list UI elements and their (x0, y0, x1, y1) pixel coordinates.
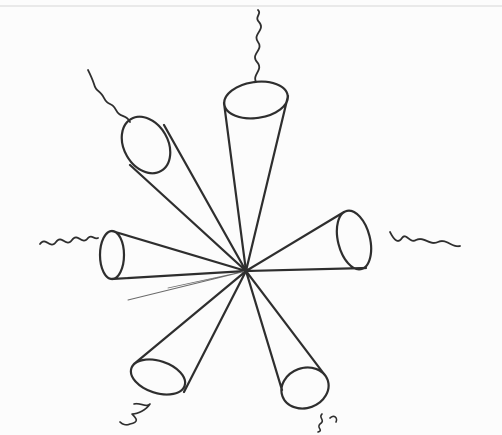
cone-top-side-left (224, 103, 246, 271)
cone-upper-left-opening (112, 108, 180, 182)
convergence-point (244, 269, 248, 273)
cone-left (40, 231, 246, 279)
cone-lower-right-side-a (246, 271, 282, 390)
cone-left-opening (100, 231, 124, 279)
cone-right (246, 207, 460, 273)
wave-lower-right (318, 414, 337, 432)
cone-lower-left-opening (126, 353, 189, 401)
cone-top-side-right (246, 96, 288, 271)
cone-lower-right-side-b (246, 271, 324, 374)
cone-lower-left (120, 271, 246, 425)
wave-top (255, 10, 261, 82)
cone-upper-left-side-a (130, 165, 246, 271)
cone-upper-left (88, 70, 246, 271)
cone-right-side-bottom (246, 268, 366, 271)
wave-left (40, 237, 98, 245)
cone-lower-right-opening (276, 361, 335, 415)
cone-lower-left-side-b (184, 271, 246, 392)
cone-right-side-top (246, 212, 344, 271)
cone-top-opening (222, 78, 290, 123)
wave-lower-left (120, 404, 150, 425)
wave-upper-left (88, 70, 130, 122)
cone-right-opening (331, 207, 377, 273)
cone-lower-right (246, 271, 337, 432)
cone-top (222, 10, 290, 271)
wave-right (390, 232, 460, 246)
